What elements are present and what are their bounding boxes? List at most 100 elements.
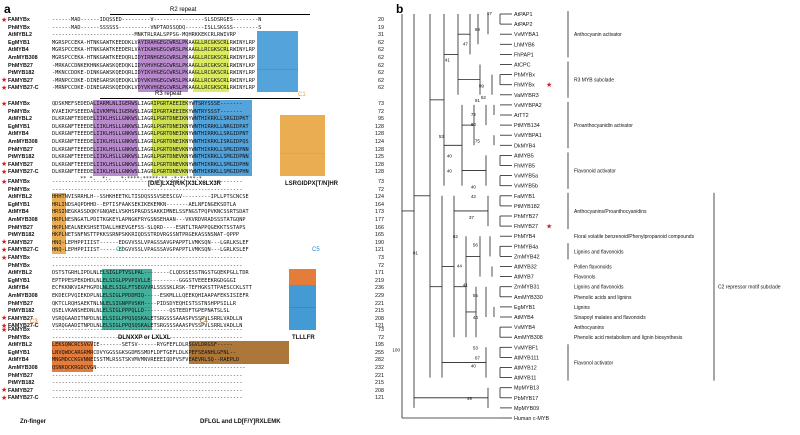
- motif-highlight: [188, 356, 289, 365]
- motif-highlight: [279, 130, 325, 139]
- alignment-row: PtMYB182-MKNCCDDKE-DINKGAWSKQEDQRLIDYIKV…: [0, 69, 392, 78]
- bootstrap-value: 75: [475, 138, 481, 143]
- sequence-name: FAMYBx: [8, 179, 30, 185]
- residue-count: 215: [375, 380, 384, 387]
- motif-highlight: [152, 138, 189, 146]
- alignment-row: ★FAMYBx---------------------------------…: [0, 254, 392, 263]
- motif-label: LSRGIDPX[T/N]HR: [285, 181, 338, 187]
- motif-highlight: [152, 122, 189, 131]
- sequence: -MRKACCDNKEKHNKGAWSKQEDQKLIDYVHVHGEGCWRS…: [52, 62, 256, 69]
- residue-count: 72: [378, 262, 384, 269]
- motif-highlight: [288, 322, 316, 331]
- tree-leaf-label: MpMYB13: [514, 386, 539, 392]
- sequence: ECFKKNKVIAFHGPDLNLELSIGLFTSEGVVRLSSSSKLR…: [52, 285, 252, 292]
- alignment-row: ★FAMYBx------MAD------IDQSSED---------V-…: [0, 16, 392, 25]
- motif-highlight: [102, 269, 153, 278]
- repeat-title: R3 repeat: [155, 91, 182, 97]
- tree-leaf-label: LhMYB6: [514, 42, 535, 48]
- sequence: ----------------------------------------…: [52, 255, 243, 261]
- tree-leaf-label: VvMYBPA1: [514, 133, 542, 139]
- motif-label: DLNXXP or LXLXL: [118, 335, 171, 341]
- sequence-name: AmMYB308: [8, 139, 38, 145]
- sequence-name: PtMYB182: [8, 232, 35, 239]
- clade-label: Lignins and flavonoids: [574, 285, 624, 291]
- tree-leaf-label: PhMYB4a: [514, 244, 538, 250]
- alignment-row: PtMYB182--------------------------------…: [0, 379, 392, 388]
- bootstrap-value: 53: [473, 345, 479, 350]
- sequence-name: PtMYB182: [8, 308, 35, 315]
- alignment-row: PhMYBx----------------------------------…: [0, 186, 392, 195]
- clade-label: R3 MYB subclade: [574, 78, 614, 84]
- motif-highlight: [102, 314, 153, 323]
- sequence: DLKRGNFTEEEDELIIKLHSLLGNKWSLIAGRLPGRTDNE…: [52, 146, 249, 153]
- alignment-block-2: R3 repeat ★ FAMYBx QDSKMEFSEDEDALIARMLNLIGE…: [0, 91, 392, 182]
- residue-count: 20: [378, 17, 384, 23]
- sequence-name: FAMYB27: [8, 387, 33, 394]
- motif-highlight: [138, 38, 189, 47]
- residue-count: 72: [378, 334, 384, 341]
- residue-count: 31: [378, 32, 384, 39]
- sequence-name: AmMYB308: [8, 217, 38, 223]
- sequence-name: FAMYB27: [8, 239, 33, 246]
- sequence: HNQ-LEPHPPIIIST------EDGVVSSLVPAGSSAVGPA…: [52, 247, 249, 254]
- sequence: -MRNPCCDKE-DINEGARSKQEDQKLVDYVKVHGEGCWRS…: [52, 77, 256, 84]
- motif-highlight: [279, 145, 325, 154]
- bootstrap-value: 80: [471, 122, 477, 127]
- motif-highlight: [279, 122, 325, 131]
- bootstrap-value: 47: [463, 41, 469, 46]
- residue-count: 72: [378, 108, 384, 115]
- tree-leaf-label: VvMYBF1: [514, 345, 538, 351]
- alignment-row: PtMYB182 HKPLNETSNFNSTTPKKSSRNPSKKRIQDSST…: [0, 231, 392, 240]
- sequence: HKPLNETSNFNSTTPKKSSRNPSKKRIQDSSTRDVRGSSN…: [52, 232, 240, 239]
- residue-count: 128: [375, 161, 384, 168]
- motif-highlight: [138, 46, 189, 55]
- residue-count: 282: [375, 357, 384, 364]
- sequence: HHHTNVISRRHLH--SSHKHEETKLTISDQSSSVSEESCG…: [52, 194, 249, 201]
- tree-leaf-label: VvMYB5a: [514, 174, 538, 180]
- alignment-row: PtMYB182 QSELVKANSHEDNLNLELSIGLPPPQLLD---…: [0, 307, 392, 316]
- motif-tag-c1: C1: [298, 92, 306, 98]
- sequence-name: PhMYBx: [8, 108, 30, 115]
- sequence: QSELVKANSHEDNLNLELSIGLPPPQLLD--------QST…: [52, 308, 230, 315]
- tree-leaf-label: AmMYB308: [514, 335, 543, 341]
- bootstrap-value: 62: [481, 95, 487, 100]
- sequence: KVAEIKFSEEEDALIVKMFNLIGERWSLIAGRIPGRTAEE…: [52, 108, 243, 115]
- tree-leaf-label: EgMYB1: [514, 305, 535, 311]
- motif-tag-c3: C3: [30, 319, 38, 325]
- motif-highlight: [52, 238, 66, 247]
- residue-count: 190: [375, 239, 384, 246]
- star-icon: ★: [1, 325, 8, 334]
- motif-tag-c2: C2: [116, 247, 124, 253]
- sequence: QDSKMEFSEDEDALIARMLNLIGERWSLIAGRIPGRTAEE…: [52, 101, 243, 107]
- motif-highlight: [256, 84, 298, 93]
- tree-leaf-label: VvMYB5b: [514, 184, 538, 190]
- sequence-name: FAMYBx: [8, 327, 30, 333]
- tree-leaf-label: PtMYB134: [514, 123, 540, 129]
- bootstrap-value: 62: [453, 234, 459, 239]
- star-icon: ★: [1, 160, 8, 169]
- motif-tag-c4: C4: [200, 319, 208, 325]
- clade-label: Anthocyanins/Proanthocyanidins: [574, 209, 647, 215]
- bootstrap-value: 40: [471, 185, 477, 190]
- residue-count: 177: [375, 217, 384, 223]
- motif-highlight: [92, 145, 139, 154]
- alignment-row: ★FAMYB27--------------------------------…: [0, 387, 392, 396]
- motif-highlight: [288, 314, 316, 323]
- residue-count: 171: [375, 270, 384, 277]
- sequence: ----------------------------------------…: [52, 262, 243, 269]
- clade-label: Flavonol activator: [574, 360, 614, 366]
- sequence-name: AmMYB308: [8, 55, 38, 61]
- sequence: ------MAD------SSSSSS----------VNPTADSSQ…: [52, 24, 262, 31]
- sequence: ----------------------------------------…: [52, 387, 243, 394]
- sequence: ----------------------------------------…: [52, 395, 243, 402]
- alignment-row: ★FAMYB27-MRNPCCDKE-DINEGARSKQEDQKLVDYVKV…: [0, 77, 392, 86]
- motif-highlight: [152, 145, 189, 154]
